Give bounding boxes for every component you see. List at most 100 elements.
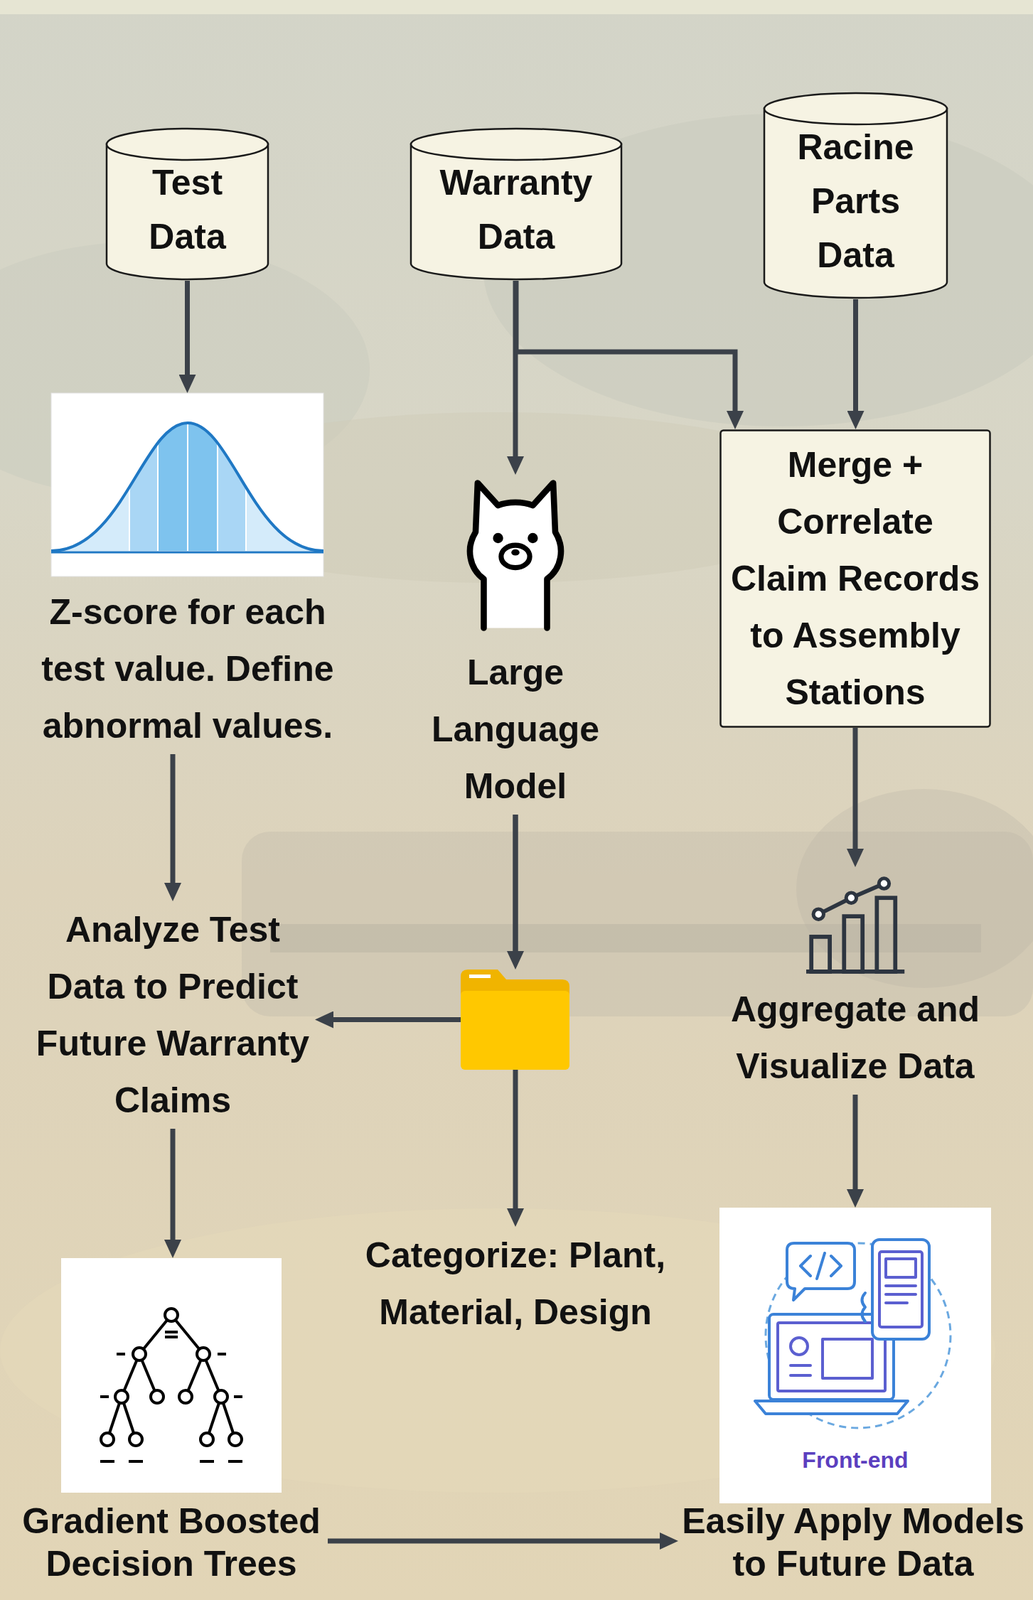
folder-icon [460, 969, 570, 1070]
node-text: Analyze Test Data to Predict Future Warr… [30, 901, 315, 1129]
drawing-part [862, 1293, 866, 1322]
drawing-part [129, 393, 158, 577]
drawing-part [196, 1347, 210, 1361]
drawing-part [755, 1401, 908, 1415]
drawing-part [199, 1460, 214, 1464]
drawing-part [100, 1395, 109, 1399]
drawing-part [186, 393, 189, 577]
drawing-part [879, 1251, 923, 1328]
drawing-part [764, 93, 947, 125]
model-step: Gradient Boosted Decision Trees [14, 1258, 328, 1586]
drawing-part [878, 878, 889, 889]
drawing-part [0, 1208, 996, 1493]
drawing-part [831, 1256, 842, 1277]
drawing-part [843, 916, 863, 972]
drawing-part [179, 1390, 192, 1404]
flow-arrow [853, 299, 859, 411]
drawing-part [822, 1339, 873, 1379]
drawing-part [787, 1243, 855, 1301]
drawing-part [115, 1390, 128, 1404]
data-cylinder: Test Data [105, 127, 270, 281]
cylinder-outline [105, 127, 270, 281]
drawing-part [777, 1323, 886, 1392]
node-text: Test Data [119, 155, 256, 264]
node-text: Aggregate and Visualize Data [720, 981, 991, 1095]
drawing-part [116, 1352, 126, 1356]
drawing-part [233, 1395, 243, 1399]
drawing-part [764, 108, 947, 298]
drawing-part [501, 545, 530, 569]
drawing-part [51, 551, 324, 554]
drawing-part [164, 1330, 178, 1334]
drawing-part [410, 144, 622, 280]
flow-arrow [327, 1539, 660, 1545]
drawing-part [164, 1335, 178, 1339]
frontend-icon [719, 1207, 992, 1504]
drawing-part [129, 1433, 143, 1447]
drawing-part [200, 1433, 214, 1447]
node-text: Warranty Data [423, 155, 609, 264]
drawing-part [719, 1207, 992, 1504]
drawing-part [885, 1301, 908, 1305]
drawing-part [217, 393, 246, 577]
drawing-part [460, 969, 570, 1070]
flow-arrow [184, 280, 190, 375]
drawing-part [228, 1460, 243, 1464]
node-text: Gradient Boosted Decision Trees [14, 1500, 328, 1586]
drawing-part [811, 937, 830, 972]
drawing-part [885, 1284, 916, 1288]
category-step: Categorize: Plant, Material, Design [359, 1227, 672, 1341]
drawing-part [106, 128, 269, 160]
drawing-part [511, 549, 519, 556]
drawing-part [217, 1352, 227, 1356]
drawing-part [61, 1258, 282, 1493]
node-text: Merge + Correlate Claim Records to Assem… [727, 436, 984, 721]
analysis-step: Analyze Test Data to Predict Future Warr… [30, 901, 315, 1129]
drawing-part [816, 1253, 825, 1279]
drawing-part [796, 789, 1033, 989]
node-text: Racine Parts Data [777, 120, 935, 283]
drawing-part [100, 1460, 115, 1464]
zscore-step: Z-score for each test value. Define abno… [31, 393, 345, 755]
drawing-part [150, 1390, 164, 1404]
drawing-part [0, 0, 1033, 15]
drawing-part [806, 969, 905, 974]
node-text: Categorize: Plant, Material, Design [359, 1227, 672, 1341]
decision-tree-icon [61, 1258, 282, 1493]
flow-arrow [853, 728, 859, 849]
drawing-part [846, 892, 856, 903]
drawing-part [216, 393, 219, 577]
node-text: Easily Apply Models to Future Data [678, 1500, 1029, 1586]
drawing-part [790, 1364, 811, 1368]
frontend-step: Easily Apply Models to Future Data [678, 1207, 1029, 1586]
drawing-part [755, 1239, 930, 1415]
cylinder-outline [409, 127, 623, 281]
drawing-part [410, 128, 622, 160]
node-text: Large Language Model [423, 644, 608, 815]
drawing-part [100, 1433, 114, 1447]
llm-step: Large Language Model [423, 474, 608, 815]
drawing-part [51, 393, 324, 577]
drawing-part [460, 991, 570, 1070]
bell-curve-icon [51, 393, 324, 577]
drawing-part [128, 1460, 143, 1464]
drawing-part [527, 533, 538, 544]
drawing-part [800, 1256, 811, 1277]
data-cylinder: Warranty Data [409, 127, 623, 281]
node-text: Z-score for each test value. Define abno… [31, 583, 345, 755]
drawing-part [106, 144, 269, 280]
flow-arrow [170, 1128, 176, 1240]
icon-caption: Front-end [801, 1447, 908, 1474]
llama-icon [469, 482, 561, 628]
drawing-part [790, 1337, 808, 1356]
drawing-part [790, 1374, 811, 1378]
data-cylinder: Racine Parts Data [762, 91, 949, 300]
drawing-part [813, 909, 824, 920]
arrow-head [506, 951, 524, 970]
drawing-part [885, 1293, 916, 1297]
drawing-part [469, 974, 491, 979]
flow-arrow [170, 754, 176, 883]
drawing-part [876, 897, 896, 972]
drawing-part [720, 430, 991, 728]
